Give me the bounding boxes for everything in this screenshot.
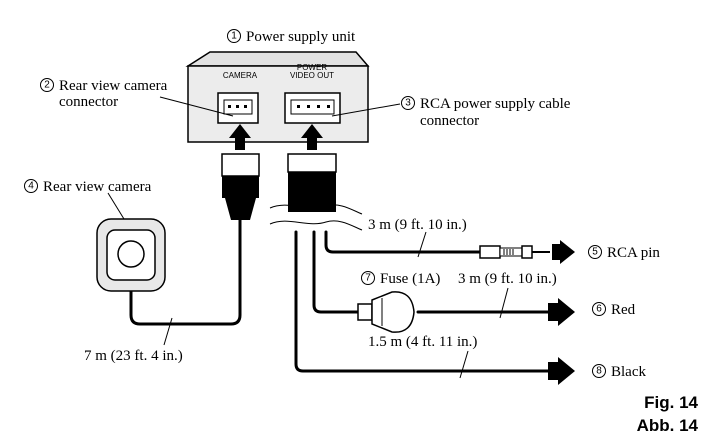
callout-red: 6 Red	[592, 302, 636, 318]
red-wire-arrow	[548, 298, 575, 326]
rca-cable-length: 3 m (9 ft. 10 in.)	[368, 217, 467, 233]
rear-camera-label: Rear view camera	[43, 179, 152, 195]
callout-power-supply: 1 Power supply unit	[227, 29, 356, 45]
black-wire	[294, 230, 550, 373]
power-supply-unit	[185, 51, 370, 143]
rca-wire	[324, 230, 482, 254]
red-wire	[312, 230, 360, 314]
camera-port-label: CAMERA	[223, 71, 258, 80]
callout-camera-connector: 2 Rear view camera connector	[40, 78, 168, 110]
callout-rear-camera: 4 Rear view camera	[24, 179, 152, 195]
camera-connector-label-line1: Rear view camera	[59, 78, 168, 94]
figure-number: Fig. 14	[644, 393, 698, 412]
camera-plug-arrow	[229, 124, 251, 150]
rca-connector-label-line2: connector	[420, 113, 479, 129]
callout-number-4: 4	[28, 181, 34, 192]
camera-plug	[221, 153, 260, 220]
power-video-port	[284, 92, 341, 124]
leader-red-cable-length	[499, 287, 509, 319]
rca-connector-label-line1: RCA power supply cable	[420, 96, 571, 112]
power-supply-label: Power supply unit	[246, 29, 356, 45]
rca-pin-arrow	[552, 240, 575, 264]
rca-pin-label: RCA pin	[607, 245, 660, 261]
cable-break-mark-bottom	[269, 220, 363, 231]
leader-rear-camera	[107, 192, 125, 220]
callout-black: 8 Black	[592, 364, 646, 380]
callout-number-3: 3	[405, 98, 411, 109]
power-port-label-line2: VIDEO OUT	[290, 71, 334, 80]
callout-number-8: 8	[596, 366, 602, 377]
camera-cable-length: 7 m (23 ft. 4 in.)	[84, 348, 183, 364]
red-cable-length: 3 m (9 ft. 10 in.)	[458, 271, 557, 287]
callout-number-5: 5	[592, 247, 598, 258]
figure-number-german: Abb. 14	[637, 416, 699, 435]
fuse-holder	[357, 291, 415, 333]
power-cable-plug	[287, 153, 337, 212]
leader-camera-connector	[159, 96, 234, 117]
rca-pin-connector	[479, 245, 550, 259]
black-wire-arrow	[548, 357, 575, 385]
callout-rca-pin: 5 RCA pin	[588, 245, 660, 261]
callout-number-1: 1	[231, 31, 237, 42]
leader-rca-connector	[331, 103, 401, 117]
leader-rca-cable-length	[417, 231, 427, 258]
leader-black-cable-length	[459, 350, 469, 379]
power-port-label-line1: POWER	[297, 63, 327, 72]
black-cable-length: 1.5 m (4 ft. 11 in.)	[368, 334, 477, 350]
callout-number-2: 2	[44, 80, 50, 91]
callout-rca-connector: 3 RCA power supply cable connector	[401, 96, 571, 129]
power-plug-arrow	[301, 124, 323, 150]
black-label: Black	[611, 364, 646, 380]
camera-connector-label-line2: connector	[59, 94, 118, 110]
callout-fuse: 7 Fuse (1A)	[361, 271, 440, 287]
camera-cable	[129, 218, 242, 326]
camera-port	[217, 92, 259, 124]
red-label: Red	[611, 302, 636, 318]
callout-number-7: 7	[365, 273, 371, 284]
callout-number-6: 6	[596, 304, 602, 315]
leader-camera-cable-length	[163, 317, 173, 346]
rear-view-camera	[96, 218, 166, 292]
fuse-label: Fuse (1A)	[380, 271, 440, 287]
cable-break-mark-top	[269, 204, 363, 215]
